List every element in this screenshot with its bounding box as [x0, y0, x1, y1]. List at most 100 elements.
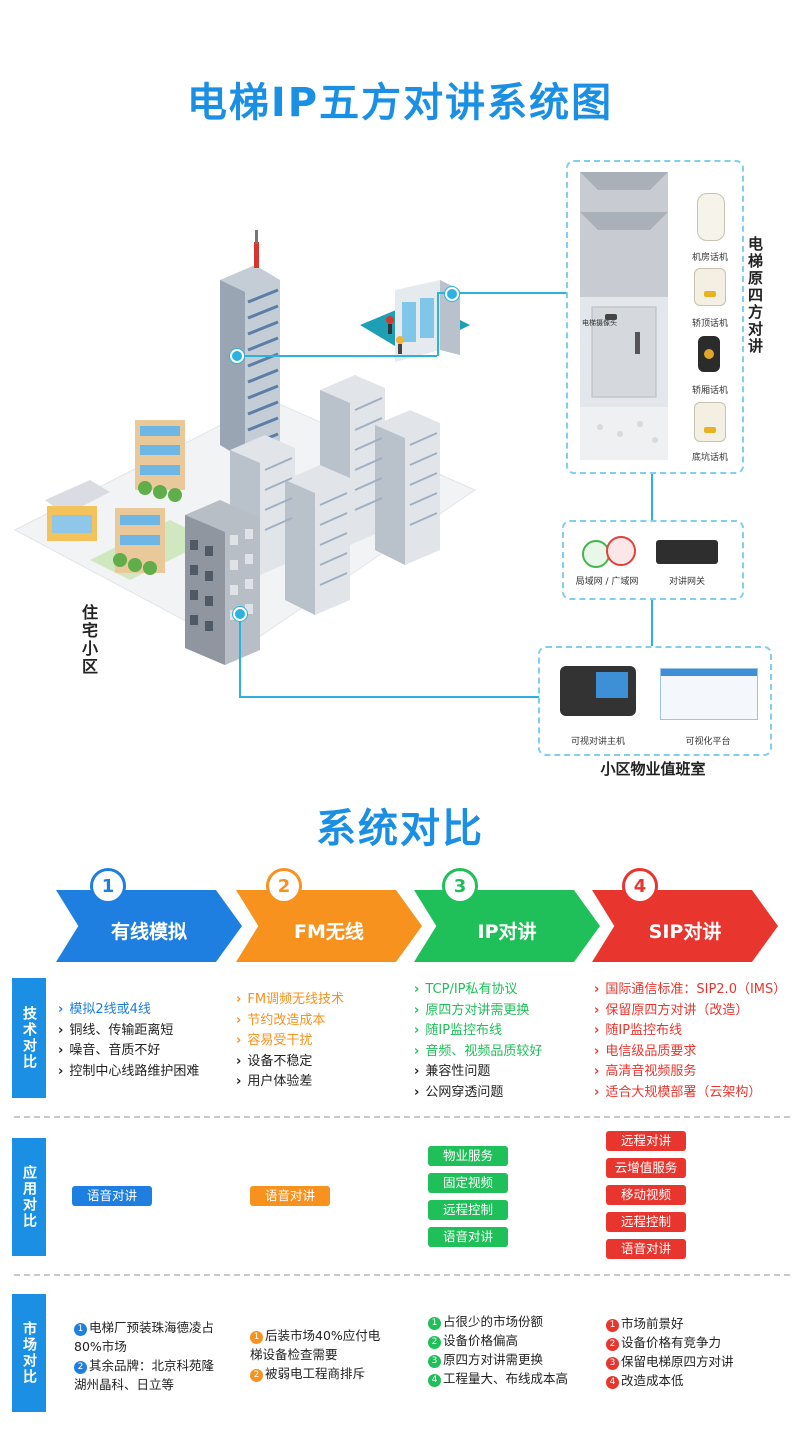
row-label-text: 技术对比	[21, 1006, 37, 1070]
car-top-phone-label: 轿顶话机	[691, 319, 728, 329]
list-item-text: 原四方对讲需更换	[443, 1352, 544, 1367]
list-item: 国际通信标准：SIP2.0（IMS）	[594, 980, 786, 1001]
camera-icon	[605, 314, 617, 320]
list-item: 适合大规模部署（云架构）	[594, 1083, 786, 1104]
list-item: 高清音视频服务	[594, 1062, 786, 1083]
list-item-text: 被弱电工程商排斥	[265, 1366, 366, 1381]
row-divider	[14, 1116, 790, 1118]
number-badge: 3	[428, 1355, 441, 1368]
list-item-text: 其余品牌：北京科苑隆湖州晶科、日立等	[74, 1358, 215, 1392]
phone-icon	[694, 268, 726, 306]
list-item: 原四方对讲需更换	[414, 1001, 542, 1022]
column-name: SIP对讲	[648, 920, 722, 943]
app-tag: 固定视频	[428, 1173, 508, 1193]
elevator-shaft-illustration	[580, 172, 668, 460]
list-item: 控制中心线路维护困难	[58, 1062, 199, 1083]
tech-list-fm: FM调频无线技术 节约改造成本 容易受干扰 设备不稳定 用户体验差	[236, 990, 344, 1093]
column-number: 2	[266, 868, 302, 904]
number-badge: 4	[606, 1376, 619, 1389]
gateway-label: 对讲网关	[668, 577, 705, 587]
list-item: TCP/IP私有协议	[414, 980, 542, 1001]
residential-label: 住宅小区	[79, 604, 98, 676]
duty-room-box	[538, 646, 772, 756]
column-header-sip: SIP对讲	[592, 890, 778, 962]
connector-line	[651, 598, 653, 646]
duty-room-label: 小区物业值班室	[600, 760, 706, 778]
video-phone-icon	[560, 666, 636, 716]
platform-screen-icon	[660, 668, 758, 720]
column-name: FM无线	[294, 920, 364, 943]
list-item-text: 后装市场40%应付电梯设备检查需要	[250, 1328, 381, 1362]
app-tag: 语音对讲	[606, 1239, 686, 1259]
number-badge: 2	[74, 1361, 87, 1374]
list-item-text: 设备价格有竞争力	[621, 1335, 722, 1350]
row-label-text: 应用对比	[21, 1165, 37, 1229]
list-item: 铜线、传输距离短	[58, 1021, 199, 1042]
phone-icon	[698, 336, 720, 372]
app-tag: 远程控制	[606, 1212, 686, 1232]
app-tag: 移动视频	[606, 1185, 686, 1205]
list-item: 用户体验差	[236, 1072, 344, 1093]
tech-list-analog: 模拟2线或4线 铜线、传输距离短 噪音、音质不好 控制中心线路维护困难	[58, 1000, 199, 1082]
row-divider	[14, 1274, 790, 1276]
list-item: 噪音、音质不好	[58, 1041, 199, 1062]
tech-list-sip: 国际通信标准：SIP2.0（IMS） 保留原四方对讲（改造） 随IP监控布线 电…	[594, 980, 786, 1103]
list-item-text: 工程量大、布线成本高	[443, 1371, 569, 1386]
residential-city-illustration	[13, 230, 477, 665]
connector-line	[437, 292, 567, 294]
network-box	[562, 520, 744, 600]
column-number: 4	[622, 868, 658, 904]
row-label-market: 市场对比	[12, 1294, 46, 1412]
number-badge: 1	[428, 1317, 441, 1330]
number-badge: 1	[606, 1319, 619, 1332]
app-tag: 物业服务	[428, 1146, 508, 1166]
app-tag: 语音对讲	[250, 1186, 330, 1206]
list-item: 保留原四方对讲（改造）	[594, 1001, 786, 1022]
list-item: 电信级品质要求	[594, 1042, 786, 1063]
number-badge: 2	[250, 1369, 263, 1382]
column-number: 3	[442, 868, 478, 904]
connector-line	[237, 355, 437, 357]
number-badge: 4	[428, 1374, 441, 1387]
list-item: 兼容性问题	[414, 1062, 542, 1083]
row-label-tech: 技术对比	[12, 978, 46, 1098]
number-badge: 3	[606, 1357, 619, 1370]
row-label-app: 应用对比	[12, 1138, 46, 1256]
list-item: 音频、视频品质较好	[414, 1042, 542, 1063]
comparison-title: 系统对比	[316, 806, 484, 852]
list-item: 容易受干扰	[236, 1031, 344, 1052]
column-header-analog: 有线模拟	[56, 890, 242, 962]
elevator-intercom-box	[566, 160, 744, 474]
machine-room-phone-label: 机房话机	[691, 253, 728, 263]
globe-icon	[606, 536, 636, 566]
tech-list-ip: TCP/IP私有协议 原四方对讲需更换 随IP监控布线 音频、视频品质较好 兼容…	[414, 980, 542, 1103]
list-item-text: 电梯厂预装珠海德凌占80%市场	[74, 1320, 215, 1354]
list-item: 随IP监控布线	[414, 1021, 542, 1042]
connector-line	[437, 292, 439, 356]
wifi-icon	[582, 540, 610, 568]
list-item-text: 市场前景好	[621, 1316, 684, 1331]
app-tag: 远程控制	[428, 1200, 508, 1220]
connector-dot	[445, 287, 459, 301]
number-badge: 1	[74, 1323, 87, 1336]
number-badge: 2	[606, 1338, 619, 1351]
connector-dot	[233, 607, 247, 621]
platform-label: 可视化平台	[685, 737, 731, 747]
list-item: 模拟2线或4线	[58, 1000, 199, 1021]
app-tag: 语音对讲	[72, 1186, 152, 1206]
connector-line	[239, 696, 539, 698]
list-item: 公网穿透问题	[414, 1083, 542, 1104]
column-header-fm: FM无线	[236, 890, 422, 962]
row-label-text: 市场对比	[21, 1321, 37, 1385]
host-label: 可视对讲主机	[570, 737, 625, 747]
